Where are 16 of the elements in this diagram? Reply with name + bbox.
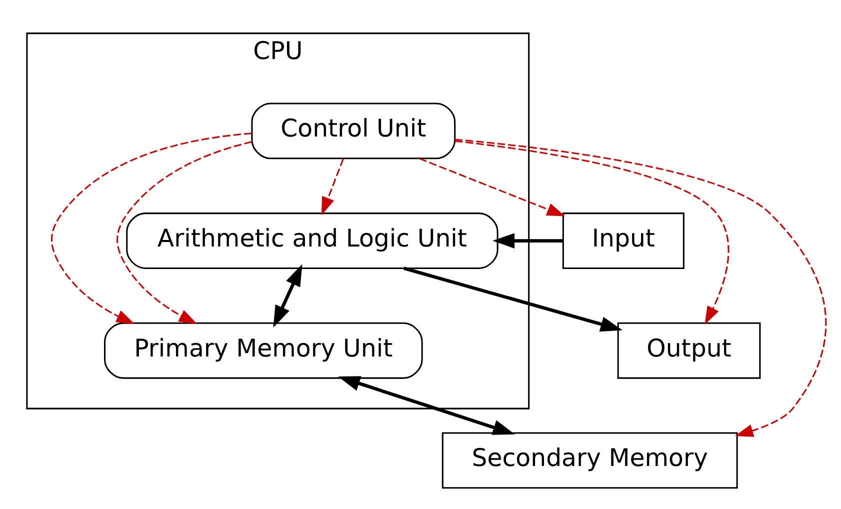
arrow — [403, 266, 623, 332]
node-box: Output — [617, 322, 761, 379]
arrow — [273, 264, 302, 328]
arrow — [51, 132, 252, 324]
arrow — [321, 158, 344, 216]
node-box: Input — [562, 212, 684, 269]
node-box: Primary Memory Unit — [104, 322, 423, 379]
node-box: Arithmetic and Logic Unit — [126, 212, 498, 269]
arrow — [338, 376, 515, 435]
arrow — [419, 158, 566, 216]
node-box: Secondary Memory — [442, 432, 738, 489]
node-box: Control Unit — [251, 102, 456, 160]
arrow — [455, 140, 730, 325]
arrow — [492, 233, 563, 248]
arrow — [116, 141, 252, 324]
arrow — [454, 138, 827, 437]
